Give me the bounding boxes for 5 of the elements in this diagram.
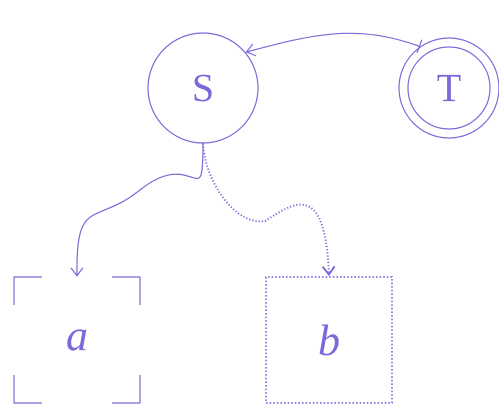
dotted-box: b (265, 276, 393, 404)
arrow (70, 144, 204, 277)
arrow (246, 32, 422, 56)
arrow (202, 143, 336, 276)
corner-bracket-box: a (13, 276, 141, 404)
